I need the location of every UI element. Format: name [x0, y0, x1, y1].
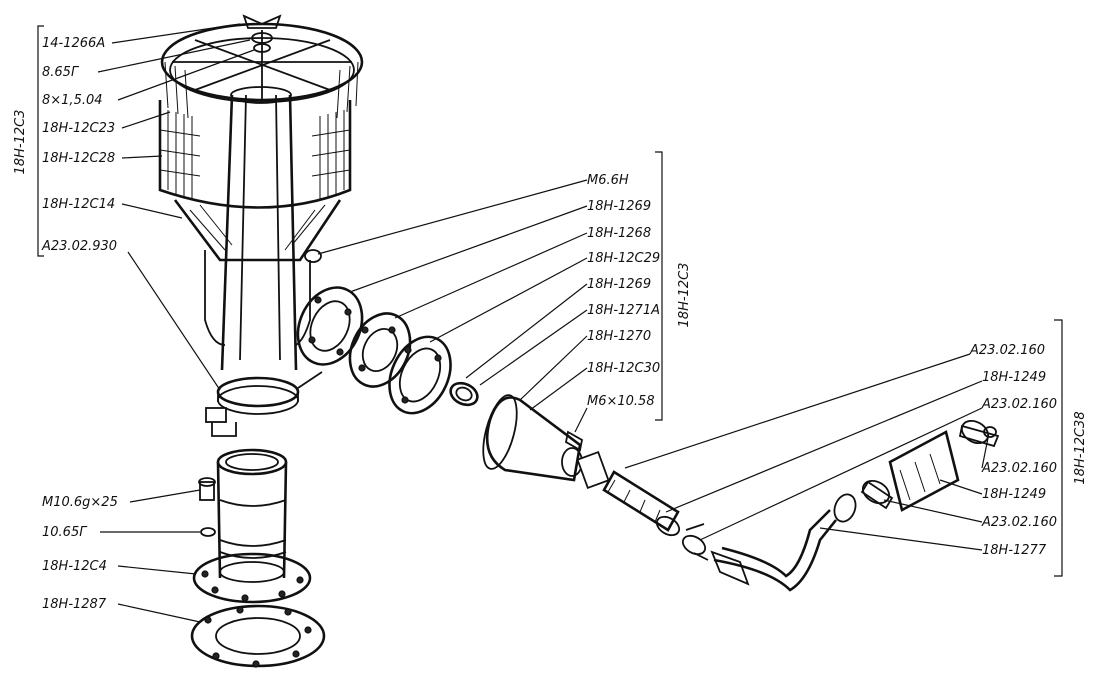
label-18n-12s4: 18Н-12С4 [42, 559, 107, 574]
bottom-left-labels: М10.6g×25 10.65Г 18Н-12С4 18Н-1287 [42, 489, 201, 623]
group-label-left: 18Н-12С3 [13, 110, 28, 175]
air-cleaner-assembly [158, 14, 364, 437]
label-14-1266a: 14-1266А [42, 36, 105, 51]
top-left-labels: 14-1266А 8.65Г 8×1,5.04 18Н-12С23 18Н-12… [13, 23, 255, 391]
bottom-pipe-assembly [190, 448, 326, 668]
group-label-middle: 18Н-12С3 [677, 263, 692, 328]
middle-parts [296, 249, 610, 490]
label-a23-02-160-b: А23.02.160 [981, 397, 1057, 412]
right-labels: А23.02.160 18Н-1249 А23.02.160 А23.02.16… [624, 319, 1088, 577]
label-18n-1277: 18Н-1277 [982, 543, 1047, 558]
label-18n-12s23: 18Н-12С23 [42, 121, 115, 136]
label-a23-02-930: А23.02.930 [41, 239, 117, 254]
label-m6-6n: М6.6Н [587, 173, 629, 188]
label-a23-02-160-c: А23.02.160 [981, 461, 1057, 476]
label-m10-6g-x25: М10.6g×25 [42, 495, 118, 510]
label-18n-1287: 18Н-1287 [42, 597, 107, 612]
right-hose-assembly [602, 419, 1000, 592]
label-18n-12s28: 18Н-12С28 [42, 151, 115, 166]
label-18n-12s29: 18Н-12С29 [587, 251, 660, 266]
label-18n-1269-a: 18Н-1269 [587, 199, 651, 214]
label-m6x10-58: М6×10.58 [587, 394, 655, 409]
label-10-65g: 10.65Г [42, 525, 88, 540]
group-label-right: 18Н-12С38 [1073, 411, 1088, 484]
label-a23-02-160-d: А23.02.160 [981, 515, 1057, 530]
label-8-65g: 8.65Г [42, 65, 80, 80]
label-18n-1270: 18Н-1270 [587, 329, 651, 344]
label-18n-1249-a: 18Н-1249 [982, 370, 1046, 385]
label-a23-02-160-a: А23.02.160 [969, 343, 1045, 358]
label-18n-12s30: 18Н-12С30 [587, 361, 660, 376]
label-18n-1271a: 18Н-1271А [587, 303, 660, 318]
label-18n-1249-b: 18Н-1249 [982, 487, 1046, 502]
label-8x1-5-04: 8×1,5.04 [42, 93, 103, 108]
label-18n-1268: 18Н-1268 [587, 226, 651, 241]
label-18n-12s14: 18Н-12С14 [42, 197, 115, 212]
middle-labels: М6.6Н 18Н-1269 18Н-1268 18Н-12С29 18Н-12… [317, 151, 692, 433]
label-18n-1269-b: 18Н-1269 [587, 277, 651, 292]
